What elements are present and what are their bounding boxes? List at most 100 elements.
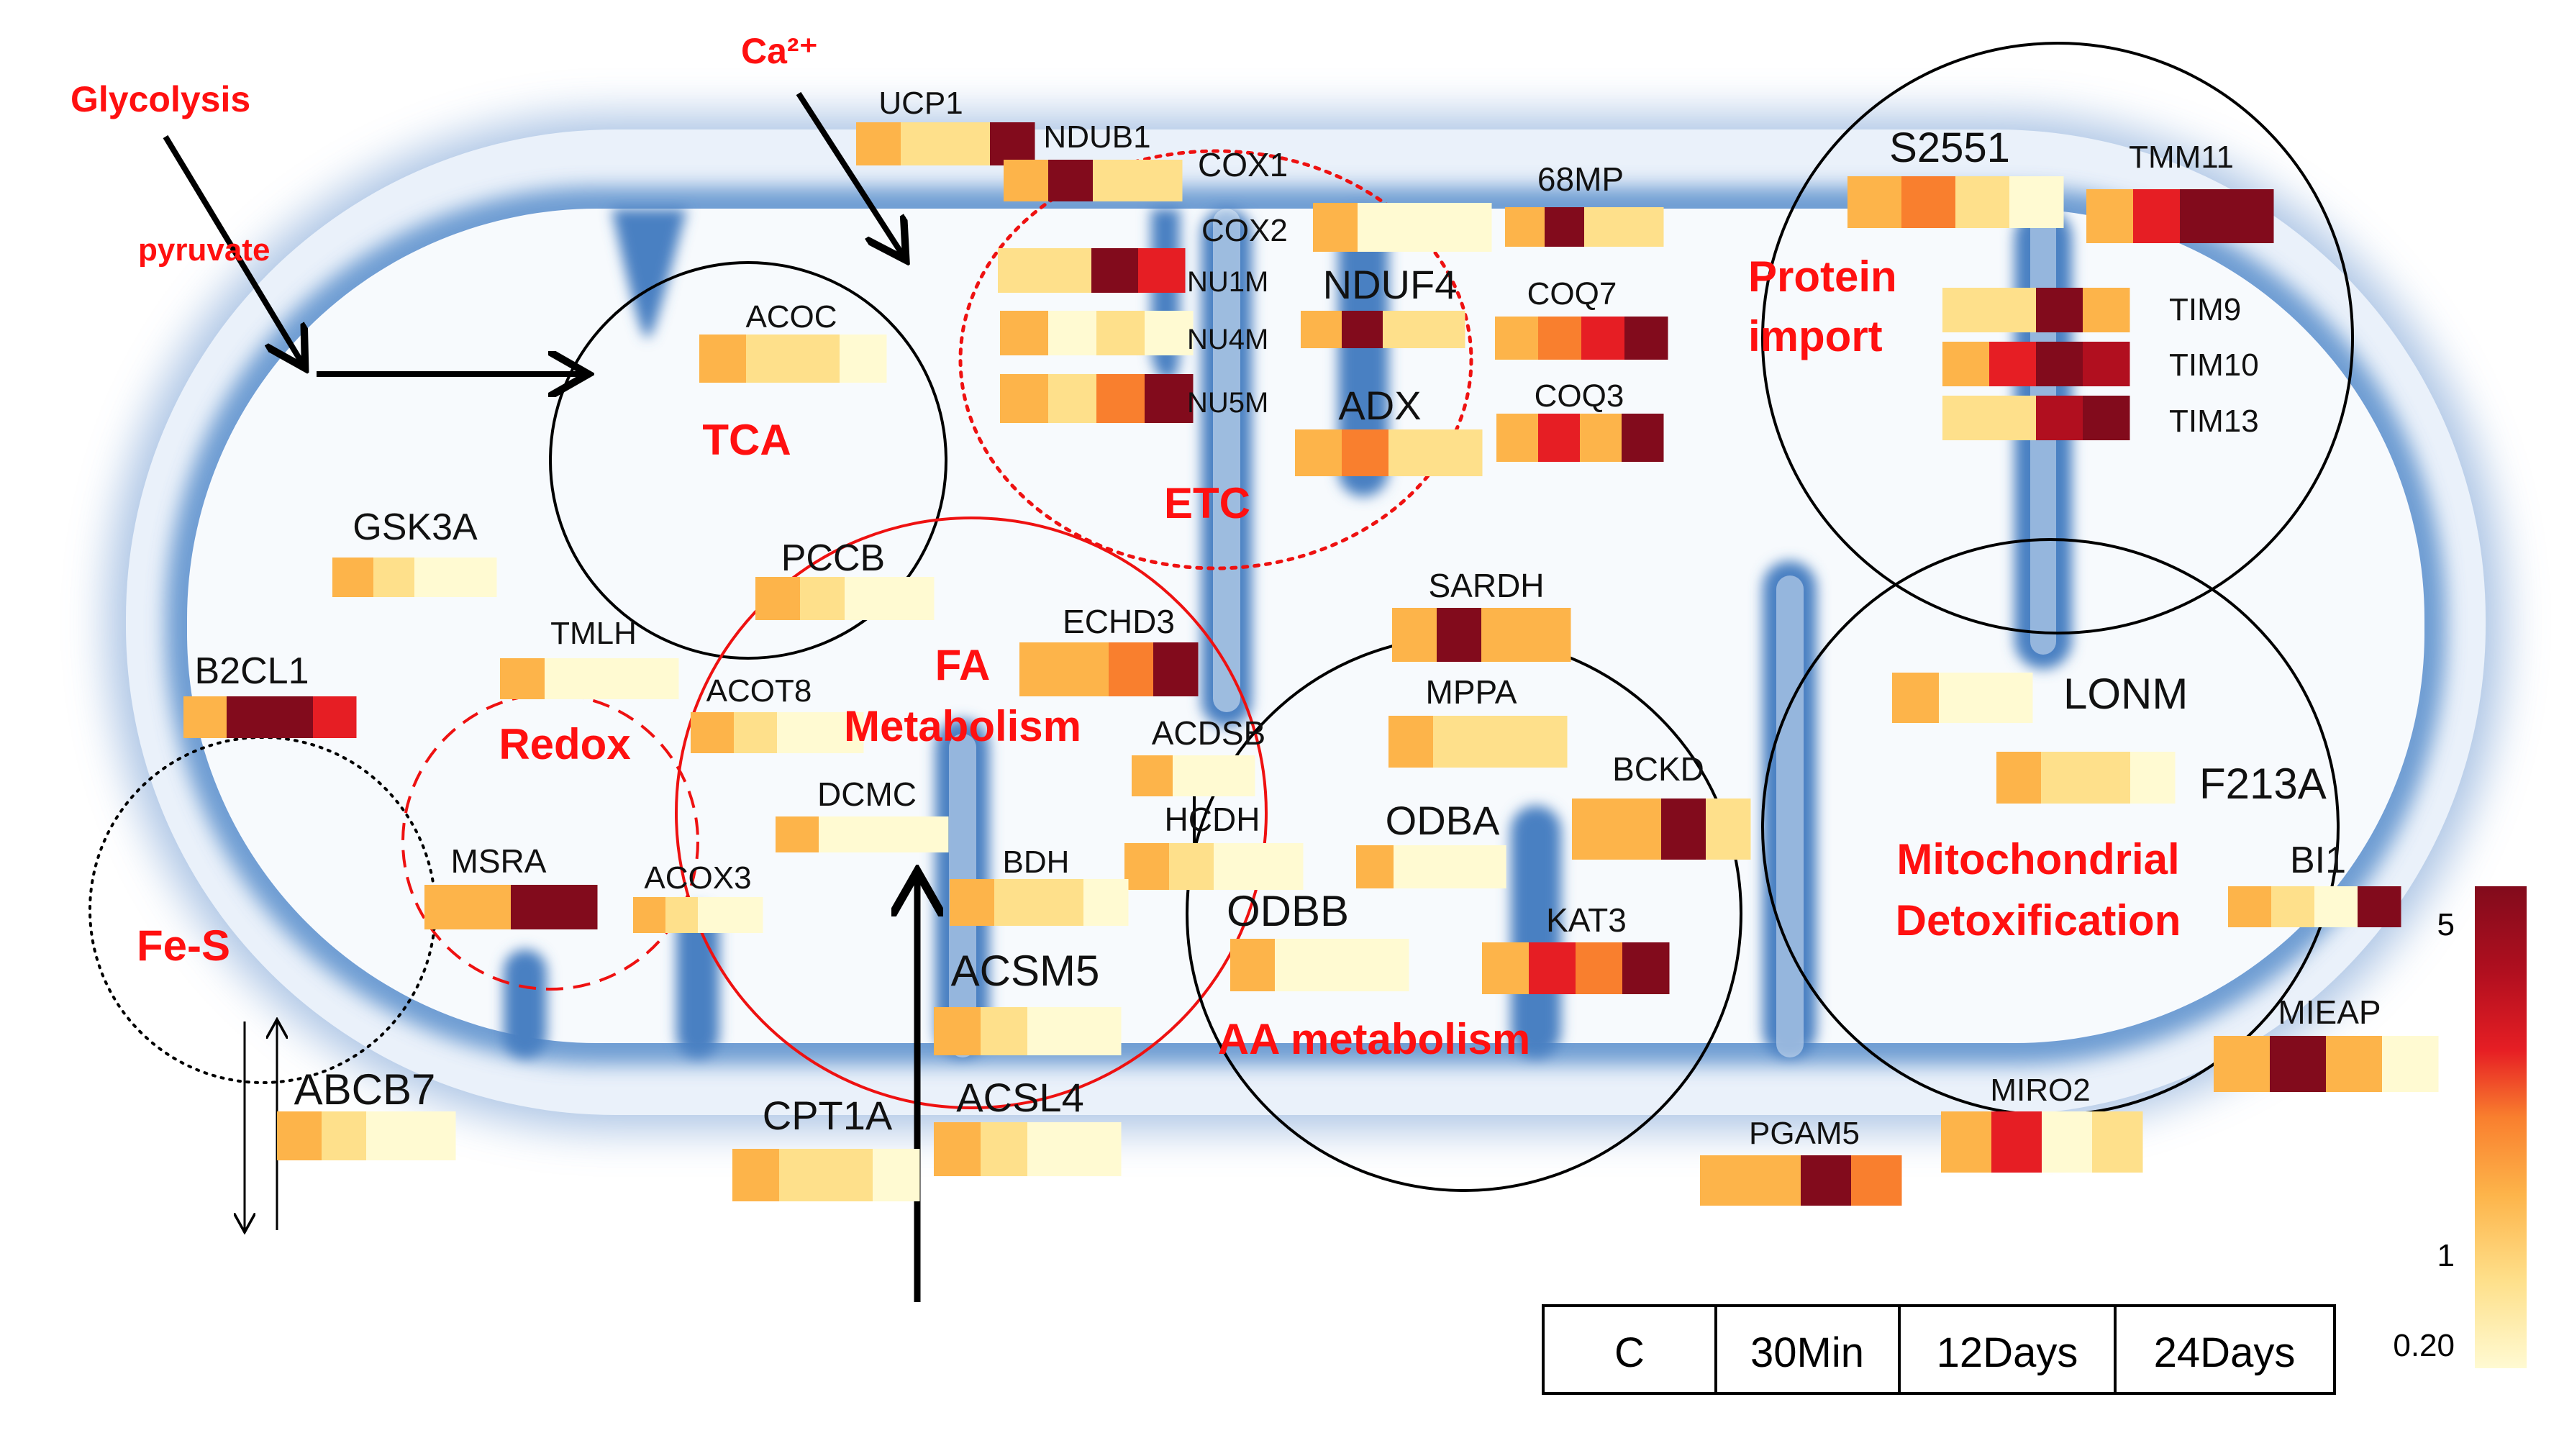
heatmap-cell-tmlh-3 [589,658,635,699]
gene-acot8: ACOT8 [691,673,864,753]
gene-acsm5: ACSM5 [934,947,1122,1055]
heatmap-cell-dcmc-3 [862,816,906,852]
heatmap-cell-odba-4 [1468,845,1506,888]
heatmap-cell-nu5m-2 [1048,374,1097,423]
gene-nu1m: NU1M [998,248,1268,298]
heatmap-cell-bdh-2 [994,879,1040,926]
heatmap-cell-echd3-2 [1064,642,1109,696]
gene-cpt1a: CPT1A [732,1093,920,1201]
heatmap-cell-acdsb-2 [1173,755,1214,796]
tca-circle [549,261,947,660]
gene-mppa: MPPA [1388,673,1568,768]
gene-label-nu1m: NU1M [1187,266,1268,298]
gene-label-acsl4: ACSL4 [956,1075,1083,1120]
heatmap-cell-bckd-2 [1617,798,1662,860]
heatmap-cell-tmm11-3 [2180,189,2227,243]
gene-label-hcdh: HCDH [1165,801,1260,838]
region-label-fa-metabolism-line-2: Metabolism [844,702,1081,750]
heatmap-cell-nu4m-4 [1145,311,1194,355]
colorbar-tick-min: 0.20 [2393,1328,2455,1363]
heatmap-cell-ndub1-4 [1137,160,1183,201]
heatmap-cell-coq7-1 [1495,317,1539,360]
heatmap-cell-msra-2 [468,885,512,929]
heatmap-cell-sardh-2 [1437,608,1482,662]
etc-ellipse [958,149,1473,570]
heatmap-cell-s2551-4 [2009,176,2064,228]
heatmap-cell-nduf4-1 [1301,311,1342,348]
region-label-protein-import-line-2: import [1748,312,1883,360]
heatmap-cell-nduf4-2 [1342,311,1383,348]
heatmap-cell-acox3-4 [730,897,763,933]
heatmap-cell-odbb-4 [1364,939,1409,991]
gene-coq7: COQ7 [1495,276,1668,360]
heatmap-cell-odba-3 [1431,845,1469,888]
heatmap-cell-acsm5-4 [1074,1007,1122,1055]
gene-label-cox2: COX2 [1201,213,1288,248]
heatmap-cell-coq7-2 [1538,317,1582,360]
region-label-fe-s: Fe-S [137,922,230,970]
heatmap-cell-pgam5-2 [1750,1155,1801,1206]
heatmap-cell-nduf4-4 [1424,311,1465,348]
heatmap-cell-mieap-3 [2326,1036,2383,1092]
heatmap-cell-echd3-1 [1019,642,1065,696]
heatmap-cell-msra-4 [554,885,598,929]
heatmap-cell-dcmc-1 [776,816,819,852]
heatmap-cell-gsk3a-3 [414,558,456,597]
heatmap-cell-f213a-3 [2086,752,2131,804]
gene-label-nduf4: NDUF4 [1323,262,1458,307]
gene-dcmc: DCMC [776,775,949,852]
gene-label-sardh: SARDH [1428,567,1544,604]
heatmap-cell-tmlh-4 [634,658,679,699]
heatmap-cell-dcmc-4 [905,816,949,852]
heatmap-cell-hcdh-4 [1258,843,1304,890]
heatmap-cell-tmm11-1 [2086,189,2134,243]
gene-cox1: COX1 [1198,146,1288,183]
gene-cox2: COX2 [1201,203,1492,252]
gene-label-lonm: LONM [2063,670,2188,718]
heatmap-cell-acox3-1 [633,897,666,933]
gene-label-tim13: TIM13 [2169,404,2259,439]
heatmap-cell-odbb-2 [1275,939,1320,991]
heatmap-cell-b2cl1-3 [270,696,314,738]
heatmap-cell-acot8-3 [777,712,821,753]
gene-sardh: SARDH [1392,567,1571,662]
heatmap-cell-echd3-4 [1153,642,1199,696]
heatmap-cell-bdh-3 [1039,879,1084,926]
heatmap-cell-acoc-2 [746,335,794,383]
heatmap-cell-tim13-4 [2083,396,2130,440]
heatmap-cell-hcdh-1 [1124,843,1170,890]
gene-echd3: ECHD3 [1019,603,1199,696]
heatmap-cell-ucp1-1 [856,122,901,165]
heatmap-cell-nu1m-4 [1138,248,1186,293]
gene-tim13: TIM13 [1942,396,2259,440]
gene-pccb: PCCB [755,537,935,620]
heatmap-cell-tim13-1 [1942,396,1990,440]
legend-condition-24days: 24Days [2154,1329,2296,1376]
heatmap-cell-hcdh-3 [1214,843,1259,890]
heatmap-cell-nu1m-3 [1091,248,1139,293]
heatmap-cell-miro2-2 [1991,1111,2042,1173]
gene-bckd: BCKD [1572,750,1751,860]
heatmap-cell-f213a-2 [2041,752,2086,804]
gene-acsl4: ACSL4 [934,1075,1122,1176]
heatmap-cell-lonm-1 [1892,673,1940,723]
heatmap-cell-ndub1-3 [1093,160,1138,201]
heatmap-cell-tim13-3 [2036,396,2083,440]
heatmap-cell-lonm-3 [1986,673,2033,723]
heatmap-cell-acoc-1 [699,335,747,383]
heatmap-cell-coq7-4 [1624,317,1668,360]
heatmap-cell-s2551-3 [1955,176,2010,228]
heatmap-cell-tmm11-2 [2133,189,2181,243]
gene-label-bdh: BDH [1003,845,1070,880]
heatmap-cell-tmlh-1 [500,658,545,699]
gene-hcdh: HCDH [1124,801,1304,890]
heatmap-cell-bckd-3 [1661,798,1706,860]
fa-metabolism-circle [675,517,1268,1109]
heatmap-cell-ndub1-2 [1048,160,1094,201]
heatmap-cell-nu5m-1 [1000,374,1049,423]
heatmap-cell-tim9-3 [2036,288,2083,332]
heatmap-cell-odbb-1 [1230,939,1276,991]
heatmap-cell-kat3-4 [1622,942,1670,994]
gene-label-pgam5: PGAM5 [1749,1116,1860,1151]
